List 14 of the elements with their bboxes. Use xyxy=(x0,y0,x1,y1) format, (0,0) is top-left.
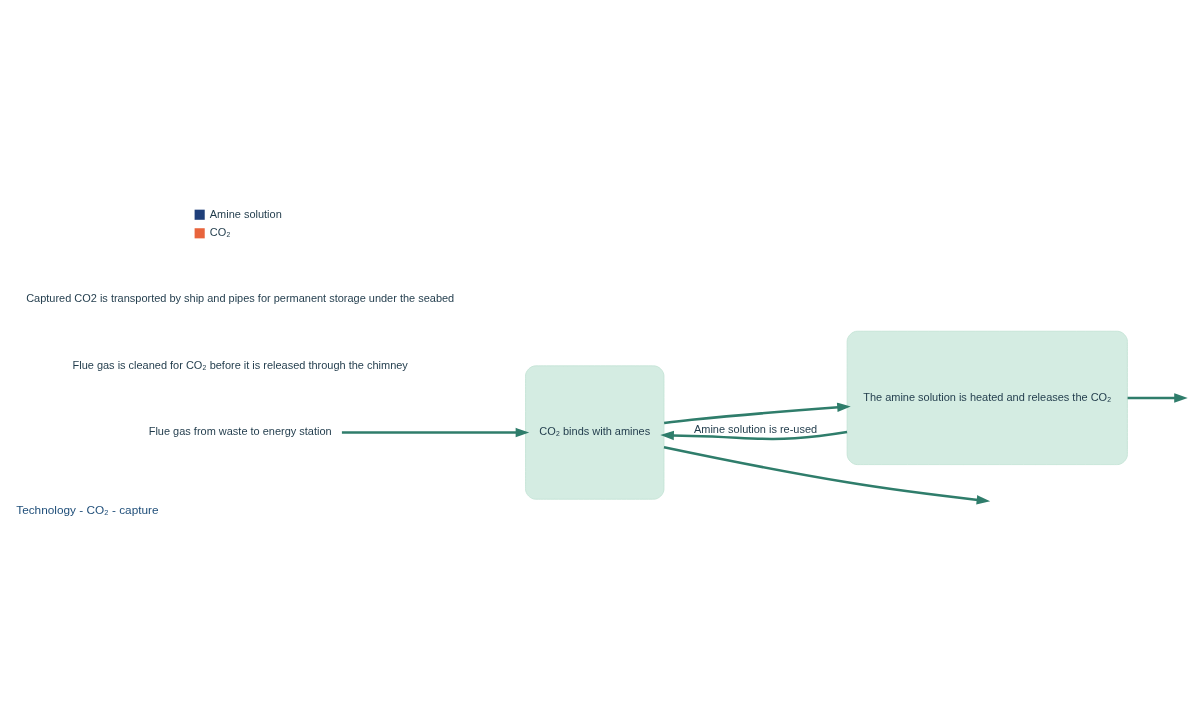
node-text: Flue gas from waste to energy station xyxy=(148,424,332,437)
legend-label: Amine solution xyxy=(209,207,282,220)
arrow xyxy=(663,402,851,424)
edge-label: Amine solution is re-used xyxy=(693,422,818,435)
arrow xyxy=(1127,392,1188,403)
node-box: CO₂ binds with amines xyxy=(525,364,665,500)
legend-label: CO₂ xyxy=(209,225,231,238)
arrow xyxy=(660,430,848,440)
label: Flue gas is cleaned for CO₂ before it is released through the chimney xyxy=(72,358,408,371)
node-box: The amine solution is heated and releases the CO₂ xyxy=(846,330,1128,465)
arrow xyxy=(341,427,530,437)
caption: Technology - CO₂ - capture xyxy=(16,502,159,517)
label: Captured CO2 is transported by ship and pipes for permanent storage under the seabed xyxy=(26,291,455,304)
arrow xyxy=(663,445,991,505)
